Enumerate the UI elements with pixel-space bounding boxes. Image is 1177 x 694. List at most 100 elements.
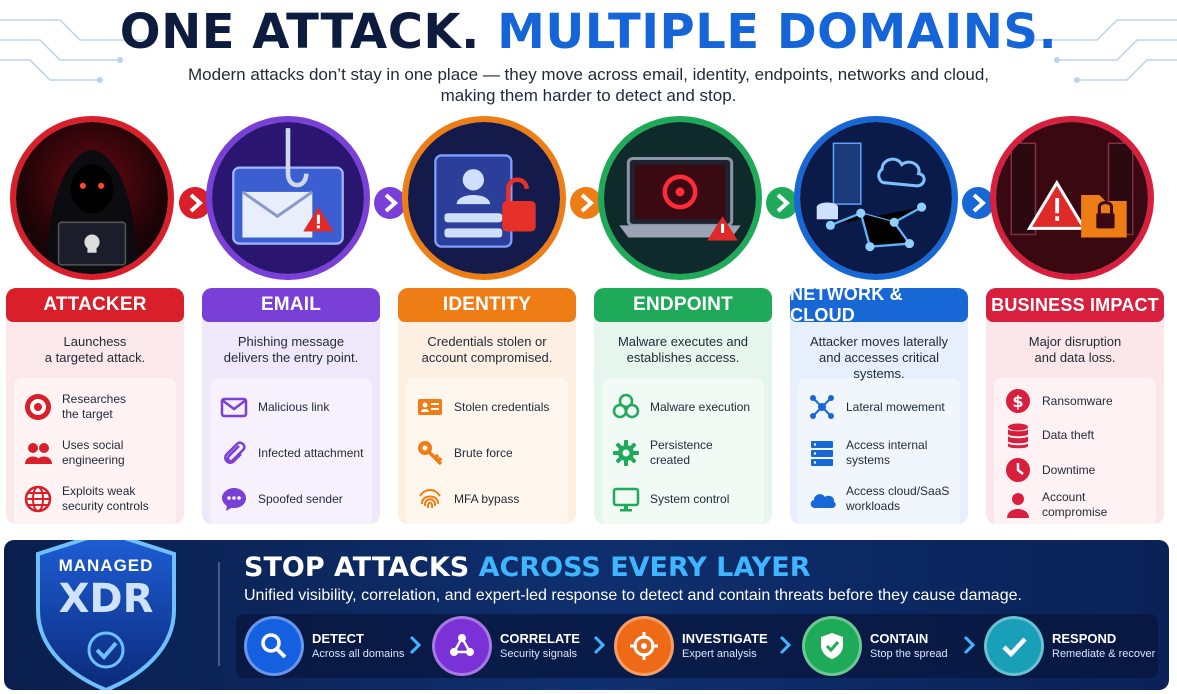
stage-items: Stolen credentials Brute force MFA bypas…: [406, 378, 568, 524]
chevron-right-icon: [779, 635, 792, 655]
stage-title: EMAIL: [202, 288, 380, 322]
business-impact-illustration: [990, 116, 1154, 280]
item-label: Data theft: [1042, 428, 1095, 443]
list-item: Malware execution: [610, 391, 756, 423]
banner-title-white: STOP ATTACKS: [244, 552, 470, 583]
list-item: Brute force: [414, 437, 560, 469]
item-label: MFA bypass: [454, 491, 520, 506]
stage-card-email: EMAIL Phishing message delivers the entr…: [202, 288, 380, 524]
stage-description: Major disruption and data loss.: [986, 334, 1164, 368]
list-item: Lateral mowement: [806, 391, 952, 423]
list-item: MFA bypass: [414, 483, 560, 515]
title-part-one: ONE ATTACK.: [119, 4, 480, 60]
list-item: Malicious link: [218, 391, 364, 423]
item-label: Malware execution: [650, 399, 751, 414]
flow-arrow-5: [961, 186, 995, 220]
globe-icon: [22, 483, 54, 515]
flow-arrow-1: [178, 186, 212, 220]
banner-title: STOP ATTACKS ACROSS EVERY LAYER: [244, 552, 811, 583]
stage-items: Malware execution Persistence created Sy…: [602, 378, 764, 524]
step-subtitle: Security signals: [500, 647, 578, 660]
circuit-decoration-left: [0, 19, 153, 83]
ransom-dollar-icon: $: [1002, 385, 1034, 417]
magnifier-icon: [244, 616, 304, 676]
stage-card-endpoint: ENDPOINT Malware executes and establishe…: [594, 288, 772, 524]
endpoint-illustration: [598, 116, 762, 280]
list-item: Downtime: [1002, 454, 1148, 486]
item-label: Infected attachment: [258, 445, 364, 460]
monitor-icon: [610, 483, 642, 515]
banner-subtitle: Unified visibility, correlation, and exp…: [244, 587, 1022, 604]
envelope-icon: [218, 391, 250, 423]
gear-icon: [610, 437, 642, 469]
item-label: Stolen credentials: [454, 399, 550, 414]
page-subtitle: Modern attacks don’t stay in one place —…: [100, 64, 1077, 106]
desc-line-1: Malware executes and: [617, 334, 749, 349]
stage-title: ATTACKER: [6, 288, 184, 322]
chevron-right-icon: [593, 635, 606, 655]
item-label: Persistence created: [650, 438, 713, 467]
clock-icon: [1002, 454, 1034, 486]
network-cloud-illustration: [794, 116, 958, 280]
nodes-icon: [432, 616, 492, 676]
flow-arrow-4: [765, 186, 799, 220]
server-icon: [806, 437, 838, 469]
managed-xdr-badge: MANAGED XDR: [16, 540, 196, 690]
target-icon: [22, 391, 54, 423]
banner-divider: [218, 562, 220, 666]
list-item: Persistence created: [610, 437, 756, 469]
step-title: CONTAIN: [870, 630, 929, 646]
desc-line-2: establishes access.: [626, 350, 740, 365]
step-subtitle: Remediate & recover: [1052, 647, 1156, 660]
stage-card-identity: IDENTITY Credentials stolen or account c…: [398, 288, 576, 524]
flow-arrow-2: [373, 186, 407, 220]
stage-title: ENDPOINT: [594, 288, 772, 322]
step-title: RESPOND: [1052, 630, 1117, 646]
attack-flow: ATTACKER Launchess a targeted attack. Re…: [0, 112, 1177, 532]
identity-illustration: [402, 116, 566, 280]
stage-card-attacker: ATTACKER Launchess a targeted attack. Re…: [6, 288, 184, 524]
stage-items: Malicious link Infected attachment Spoof…: [210, 378, 372, 524]
email-illustration: [206, 116, 370, 280]
people-icon: [22, 437, 54, 469]
stage-items: $ Ransomware Data theft Downtime Account…: [994, 378, 1156, 524]
stage-card-network-cloud: NETWORK & CLOUD Attacker moves laterally…: [790, 288, 968, 524]
list-item: Infected attachment: [218, 437, 364, 469]
desc-line-1: Attacker moves laterally: [810, 334, 948, 349]
desc-line-2: account compromised.: [421, 350, 553, 365]
step-title: DETECT: [312, 630, 364, 646]
item-label: Account compromise: [1042, 489, 1108, 519]
chevron-right-icon: [963, 635, 976, 655]
desc-line-2: and data loss.: [1034, 350, 1116, 365]
desc-line-2: delivers the entry point.: [223, 350, 359, 365]
step-subtitle: Across all domains: [312, 647, 405, 660]
shield-check-icon: [802, 616, 862, 676]
user-icon: [1002, 489, 1034, 521]
step-title: CORRELATE: [500, 630, 580, 646]
item-label: Ransomware: [1042, 393, 1113, 408]
key-icon: [414, 437, 446, 469]
circuit-decoration-right: [1024, 19, 1177, 83]
list-item: System control: [610, 483, 756, 515]
item-label: Lateral mowement: [846, 399, 945, 414]
list-item: Stolen credentials: [414, 391, 560, 423]
paperclip-icon: [218, 437, 250, 469]
subtitle-line-2: making them harder to detect and stop.: [440, 86, 737, 105]
step-title: INVESTIGATE: [682, 630, 768, 646]
list-item: Spoofed sender: [218, 483, 364, 515]
stage-description: Launchess a targeted attack.: [6, 334, 184, 368]
